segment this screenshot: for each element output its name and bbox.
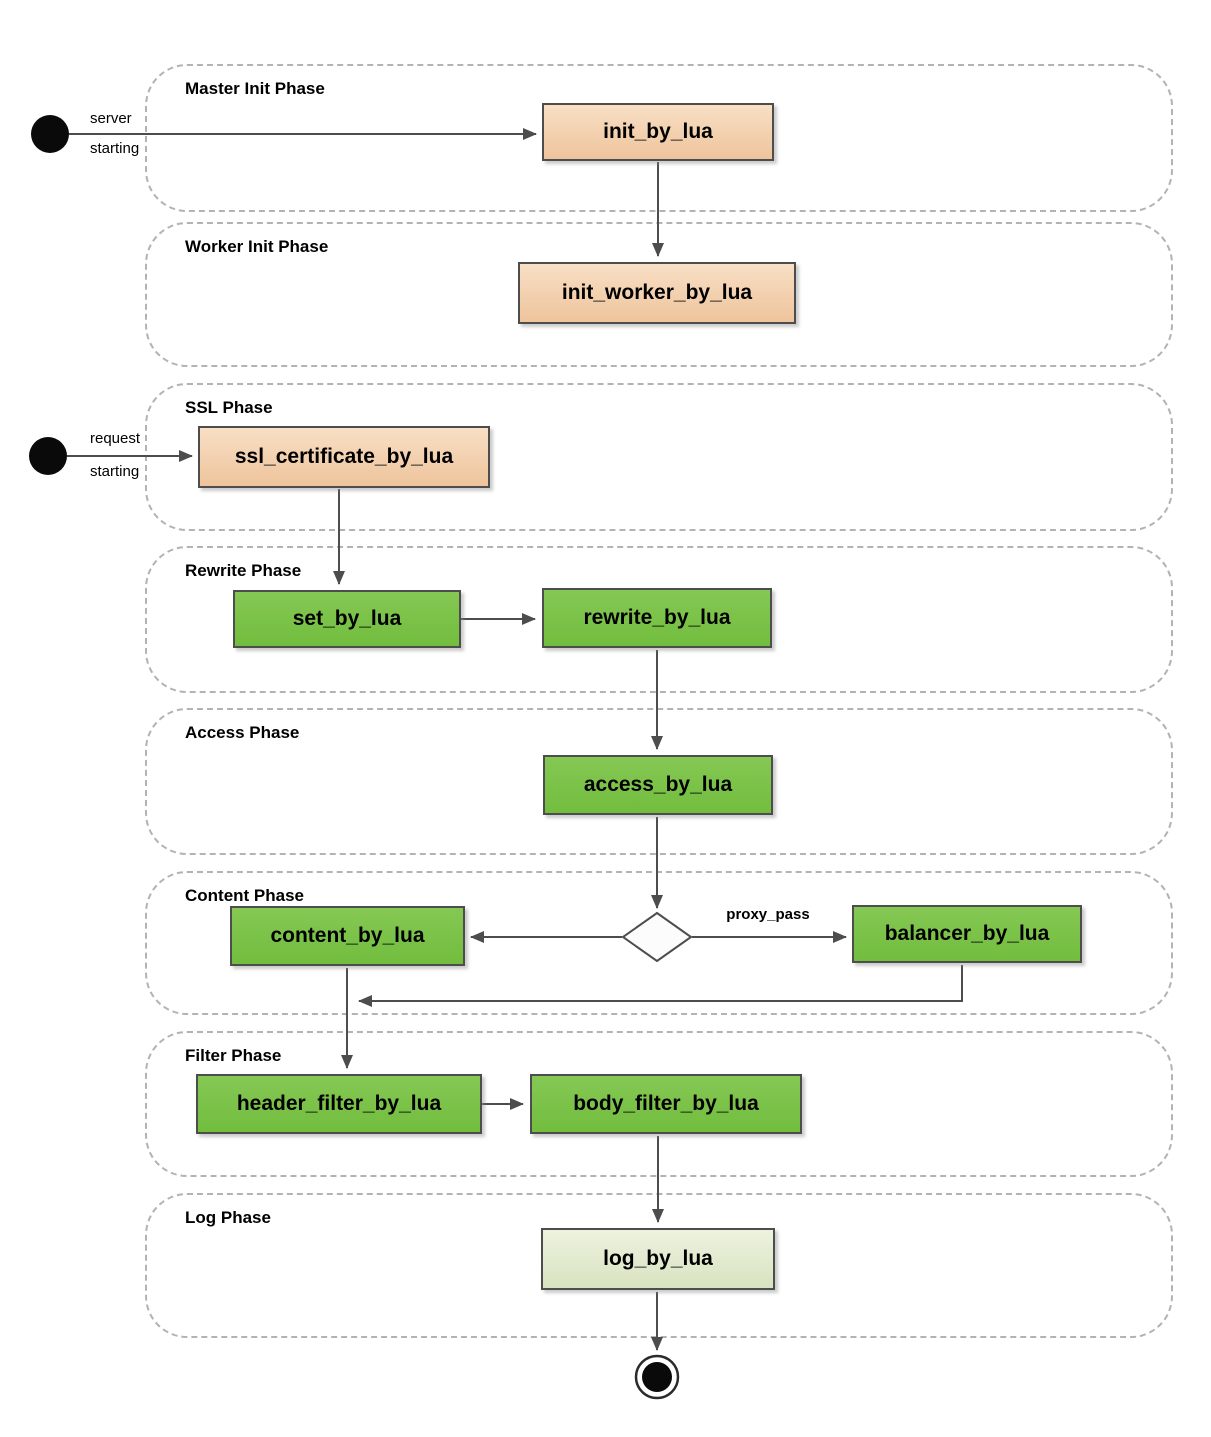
- end-node: [642, 1362, 672, 1392]
- phase-content-label: Content Phase: [185, 886, 305, 905]
- phase-rewrite: Rewrite Phase: [145, 546, 1173, 693]
- phase-rewrite-label: Rewrite Phase: [185, 561, 302, 580]
- node-rewrite-by-lua: rewrite_by_lua: [542, 588, 772, 648]
- node-log-by-lua: log_by_lua: [541, 1228, 775, 1290]
- edge-label-proxy-pass: proxy_pass: [726, 906, 810, 923]
- node-init-worker-by-lua: init_worker_by_lua: [518, 262, 796, 324]
- node-body-filter-by-lua: body_filter_by_lua: [530, 1074, 802, 1134]
- node-header-filter-by-lua: header_filter_by_lua: [196, 1074, 482, 1134]
- phase-ssl-label: SSL Phase: [185, 398, 273, 417]
- edge-balancer-return: [358, 965, 963, 1007]
- edge-label-request-starting: starting: [90, 463, 140, 480]
- node-set-by-lua: set_by_lua: [233, 590, 461, 648]
- phase-worker-init-label: Worker Init Phase: [185, 237, 329, 256]
- node-init-by-lua: init_by_lua: [542, 103, 774, 161]
- node-content-by-lua: content_by_lua: [230, 906, 465, 966]
- phase-content: Content Phase: [145, 871, 1173, 1015]
- node-ssl-certificate-by-lua: ssl_certificate_by_lua: [198, 426, 490, 488]
- start-node-request: [29, 437, 67, 475]
- phase-access-label: Access Phase: [185, 723, 300, 742]
- edge-label-server-starting: starting: [90, 140, 140, 157]
- node-balancer-by-lua: balancer_by_lua: [852, 905, 1082, 963]
- edge-label-request: request: [90, 430, 141, 447]
- phase-filter-label: Filter Phase: [185, 1046, 282, 1065]
- edge-label-server: server: [90, 110, 132, 127]
- phase-access: Access Phase: [145, 708, 1173, 855]
- node-access-by-lua: access_by_lua: [543, 755, 773, 815]
- phase-master-init-label: Master Init Phase: [185, 79, 325, 98]
- start-node-server: [31, 115, 69, 153]
- decision-diamond: [621, 911, 693, 963]
- end-node-ring: [634, 1354, 680, 1400]
- phase-log-label: Log Phase: [185, 1208, 271, 1227]
